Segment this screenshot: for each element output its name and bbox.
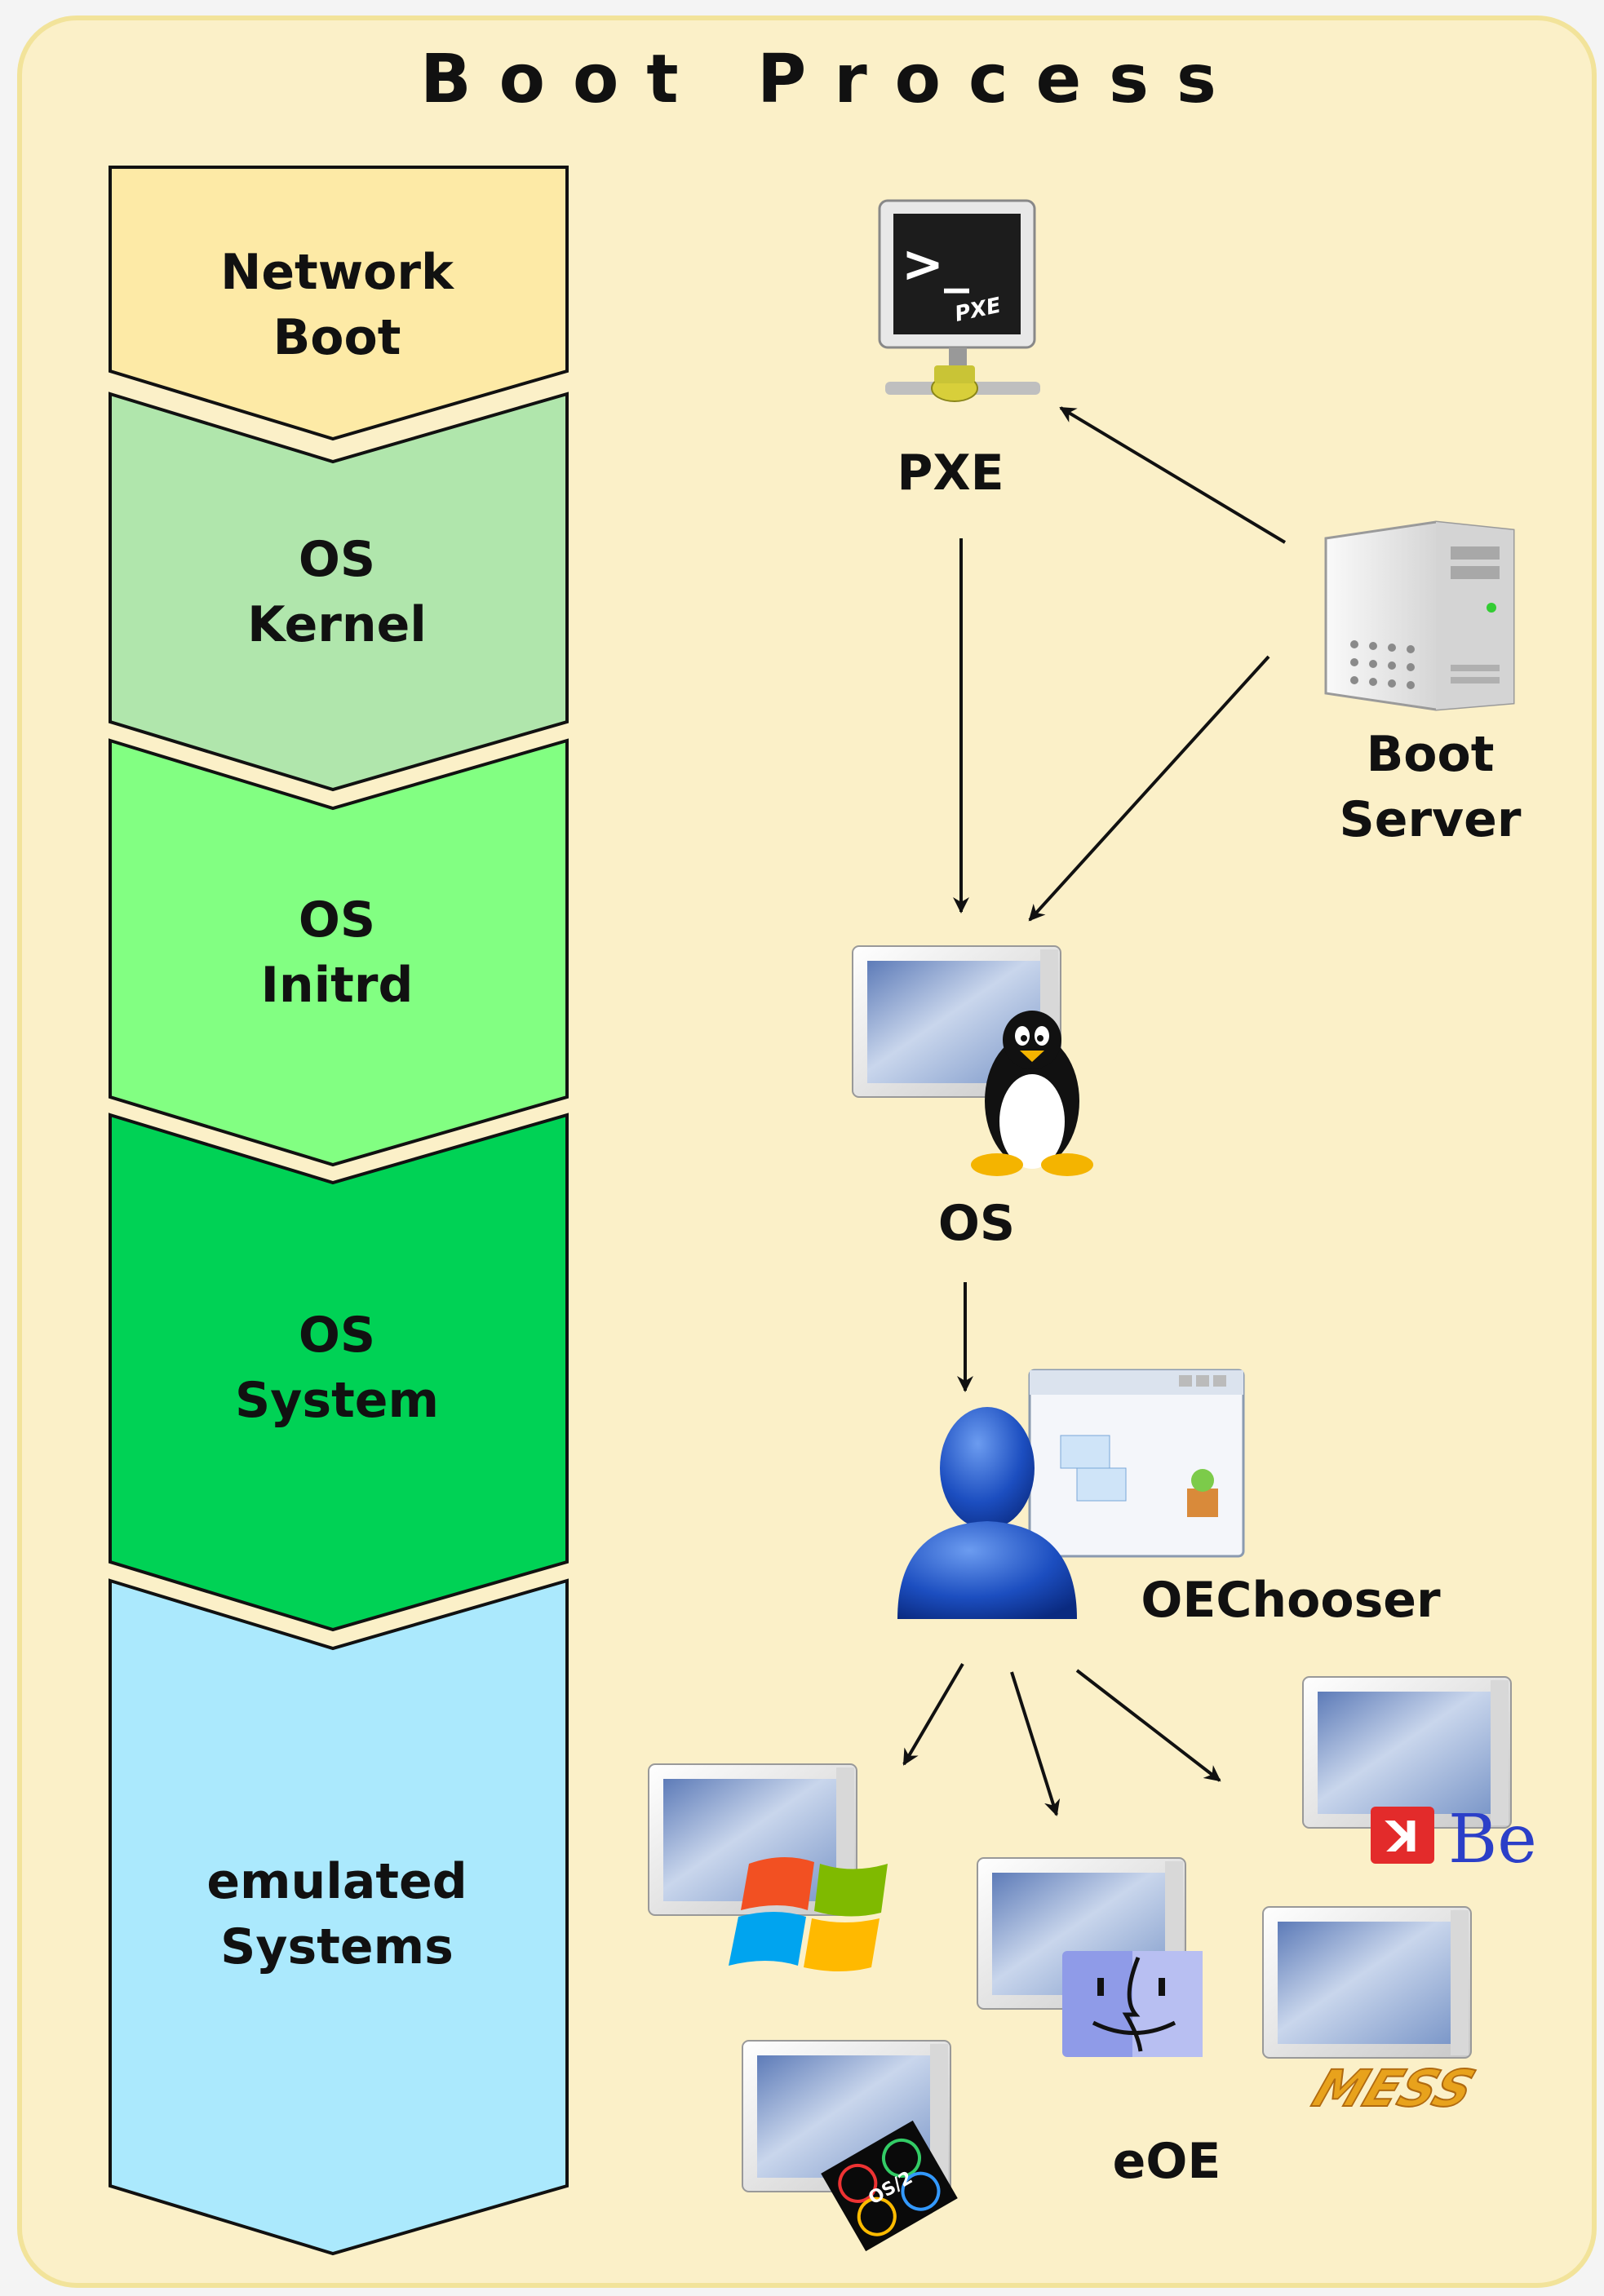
- arrow-oechooser-to-beos: [1075, 1669, 1221, 1782]
- mess-system-icon: MESS: [1262, 1906, 1483, 2119]
- beos-logo-icon: ꓘ Be: [1371, 1801, 1537, 1878]
- stage-network-boot-shape: [109, 166, 569, 441]
- pxe-node: >_ PXE PXE: [878, 199, 1040, 502]
- mess-monitor-icon: [1262, 1906, 1472, 2059]
- boot-server-line2: Server: [1340, 791, 1522, 848]
- stage-os-initrd-line1: OS: [299, 891, 375, 949]
- stage-os-kernel-line1: OS: [299, 531, 375, 588]
- oechooser-node: OEChooser: [897, 1369, 1441, 1629]
- stage-network-boot-line1: Network: [220, 244, 455, 301]
- mac-finder-logo-icon: [1062, 1951, 1203, 2057]
- tux-icon: [971, 1011, 1093, 1176]
- pxe-prompt-text: >_: [902, 234, 969, 294]
- stage-emulated-systems-line2: Systems: [220, 1918, 454, 1975]
- mess-logo-text: MESS: [1305, 2060, 1482, 2119]
- svg-text:ꓘ: ꓘ: [1385, 1813, 1419, 1862]
- stage-os-kernel-shape: [109, 392, 569, 792]
- stage-os-system-line1: OS: [299, 1307, 375, 1364]
- pxe-terminal-icon: >_ PXE: [878, 199, 1040, 402]
- beos-system-icon: ꓘ Be: [1302, 1676, 1537, 1878]
- arrow-oechooser-to-windows: [902, 1662, 964, 1766]
- stage-os-kernel: OS Kernel: [109, 392, 569, 792]
- stage-os-system-shape: [109, 1113, 569, 1632]
- windows-system-icon: [648, 1763, 888, 1971]
- arrow-oechooser-to-eoe: [1010, 1671, 1061, 1816]
- stage-os-kernel-line2: Kernel: [247, 596, 427, 653]
- stage-emulated-systems: emulated Systems: [109, 1578, 569, 2256]
- os2-system-icon: OS/2: [742, 2040, 958, 2252]
- stage-os-system-line2: System: [235, 1372, 439, 1429]
- os-label: OS: [938, 1195, 1015, 1252]
- flow-arrows: [902, 406, 1287, 1816]
- arrow-server-to-os: [1028, 655, 1270, 922]
- window-icon: [1028, 1369, 1245, 1558]
- boot-server-node: Boot Server: [1324, 520, 1522, 848]
- beos-logo-text: Be: [1448, 1801, 1537, 1878]
- macos-system-icon: [977, 1857, 1203, 2057]
- os-node: OS: [852, 945, 1093, 1252]
- stage-network-boot: Network Boot: [109, 166, 569, 441]
- boot-server-line1: Boot: [1367, 726, 1495, 783]
- diagram-title: Boot Process: [420, 41, 1244, 118]
- oechooser-label: OEChooser: [1141, 1572, 1441, 1629]
- stage-emulated-systems-shape: [109, 1578, 569, 2256]
- server-icon: [1324, 520, 1515, 711]
- stage-os-initrd-shape: [109, 738, 569, 1167]
- stage-os-initrd: OS Initrd: [109, 738, 569, 1167]
- stage-emulated-systems-line1: emulated: [206, 1853, 467, 1910]
- user-icon: [897, 1407, 1077, 1619]
- stage-os-system: OS System: [109, 1113, 569, 1632]
- stage-os-initrd-line2: Initrd: [261, 957, 414, 1014]
- stage-network-boot-line2: Boot: [273, 309, 401, 366]
- os2-logo-icon: OS/2: [821, 2120, 958, 2252]
- pxe-label: PXE: [897, 445, 1004, 502]
- arrow-server-to-pxe: [1059, 406, 1287, 544]
- eoe-label: eOE: [1113, 2133, 1221, 2190]
- windows-logo-icon: [729, 1856, 888, 1971]
